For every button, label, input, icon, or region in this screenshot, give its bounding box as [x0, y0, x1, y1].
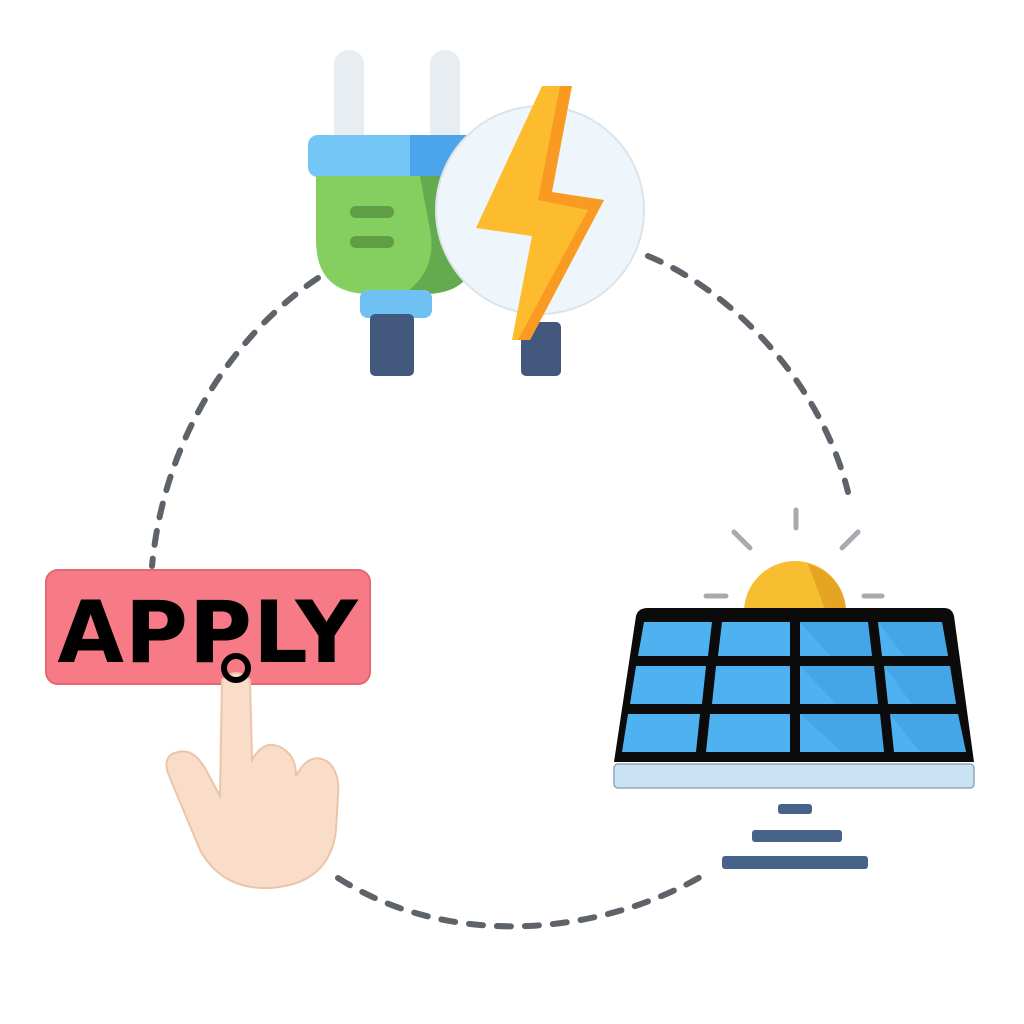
lightning-bolt-icon — [435, 86, 645, 376]
connector-plug-to-button — [149, 275, 321, 569]
solar-panel-base — [613, 763, 975, 789]
solar-panel-icon — [613, 608, 975, 869]
apply-button[interactable]: APPLY — [45, 569, 371, 685]
cycle-connectors — [149, 253, 851, 930]
plug-vent-bottom — [350, 236, 394, 248]
plug-vent-top — [350, 206, 394, 218]
apply-button-label: APPLY — [57, 583, 359, 683]
bolt-shade — [518, 86, 604, 340]
click-indicator — [221, 653, 251, 683]
apply-button-background[interactable] — [45, 569, 371, 685]
bolt-shape — [476, 86, 604, 340]
sun-rays — [703, 507, 885, 599]
connector-hand-to-solar — [335, 873, 705, 930]
pointing-hand-icon — [165, 653, 340, 890]
plug-neck — [360, 290, 432, 318]
solar-stand-top — [778, 804, 812, 814]
solar-stand-middle — [752, 830, 842, 842]
sun-icon — [703, 507, 885, 612]
sun-disc-shade — [808, 564, 846, 612]
solar-cell-sheen — [800, 622, 966, 752]
hand-shape — [165, 672, 340, 890]
plug-pin-right — [430, 50, 460, 150]
plug-cable-left — [370, 314, 414, 376]
plug-pin-left — [334, 50, 364, 150]
solar-stand-bottom — [722, 856, 868, 869]
connector-bolt-to-solar — [645, 253, 851, 495]
